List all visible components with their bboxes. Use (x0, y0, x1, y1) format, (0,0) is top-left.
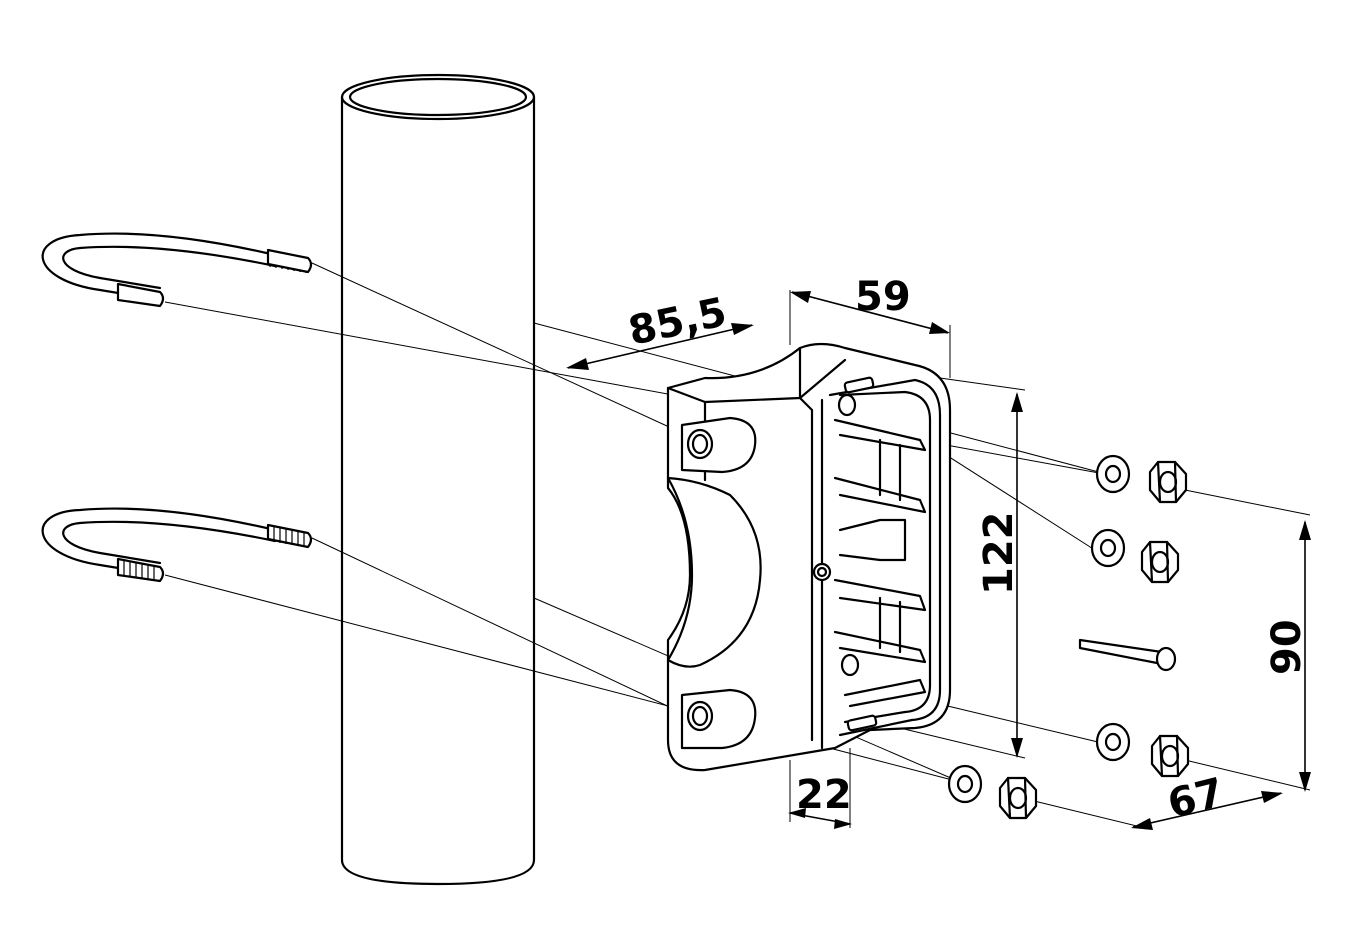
u-bolt-upper (41, 232, 313, 308)
washer-1 (1095, 454, 1131, 494)
dimension-label-122: 122 (976, 512, 1022, 596)
bracket (666, 342, 952, 772)
dimension-59 (790, 291, 950, 334)
pin (1078, 638, 1177, 672)
dimension-label-85-5: 85,5 (625, 289, 731, 355)
nut-2 (1140, 540, 1180, 584)
washer-4 (947, 764, 983, 804)
dimension-label-90: 90 (1264, 619, 1310, 675)
nut-1 (1148, 460, 1188, 504)
dimension-90 (1299, 520, 1311, 792)
dimension-22 (788, 808, 852, 829)
nut-4 (998, 776, 1038, 820)
dimension-85-5 (566, 323, 754, 370)
washer-2 (1090, 528, 1126, 568)
u-bolt-lower (41, 507, 313, 583)
nut-3 (1150, 734, 1190, 778)
dimension-label-22: 22 (796, 772, 852, 818)
post-tube (340, 73, 536, 886)
dimension-label-59: 59 (855, 274, 911, 320)
washer-3 (1095, 722, 1131, 762)
dimension-67 (1131, 791, 1283, 830)
dimension-122 (1011, 392, 1023, 758)
dimension-label-67: 67 (1163, 770, 1228, 828)
